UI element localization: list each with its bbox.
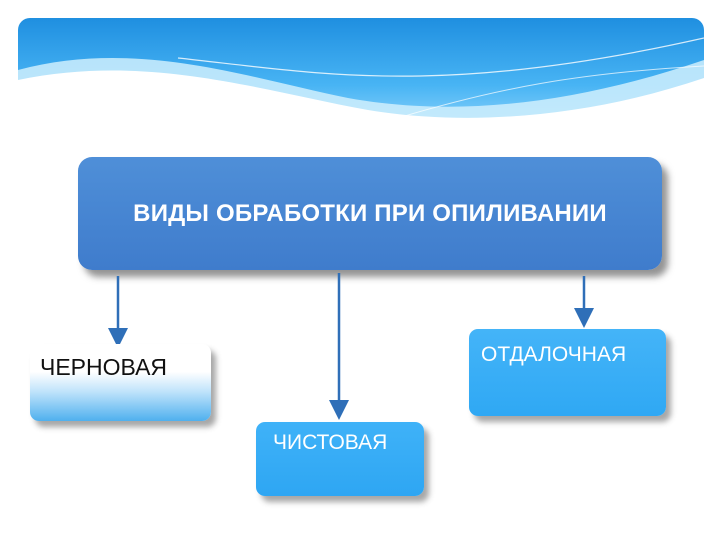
- node-chistovaya: ЧИСТОВАЯ: [256, 422, 424, 496]
- node-otdelochnaya-label: ОТДАЛОЧНАЯ: [481, 343, 627, 366]
- root-node: ВИДЫ ОБРАБОТКИ ПРИ ОПИЛИВАНИИ: [78, 157, 662, 270]
- root-node-label: ВИДЫ ОБРАБОТКИ ПРИ ОПИЛИВАНИИ: [133, 199, 607, 227]
- node-chernovaya: ЧЕРНОВАЯ: [30, 344, 211, 421]
- node-chernovaya-label: ЧЕРНОВАЯ: [40, 354, 168, 380]
- node-otdelochnaya: ОТДАЛОЧНАЯ: [469, 329, 666, 416]
- decorative-wave-banner: [18, 18, 704, 130]
- node-chistovaya-label: ЧИСТОВАЯ: [273, 431, 388, 454]
